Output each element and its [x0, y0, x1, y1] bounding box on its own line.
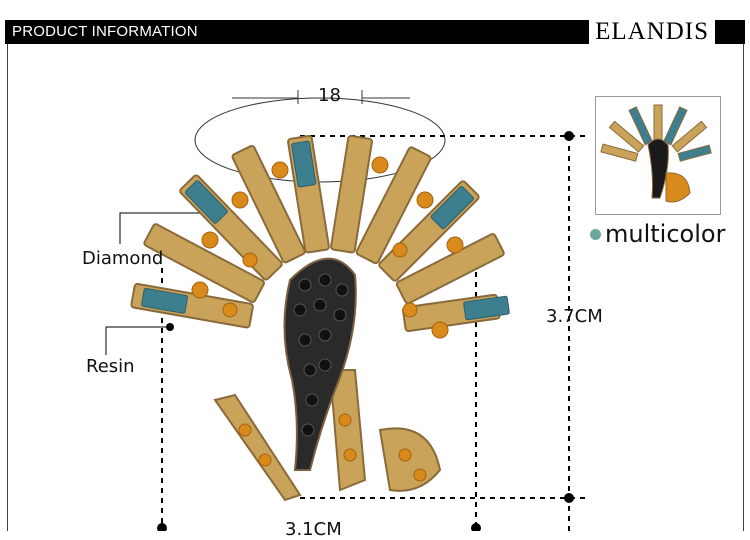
brooch-ray: [395, 233, 505, 305]
brooch-center-leg: [328, 369, 367, 492]
resin-label: Resin: [86, 356, 135, 377]
amber-crystal: [222, 302, 238, 318]
black-crystal: [298, 333, 312, 347]
black-crystal: [303, 363, 317, 377]
amber-crystal: [258, 453, 272, 467]
thumbnail-brooch-image: [600, 104, 712, 203]
color-option-multicolor[interactable]: multicolor: [590, 220, 725, 248]
amber-crystal: [431, 321, 449, 339]
diamond-callout-line: [119, 212, 215, 244]
width-left-dot: [157, 523, 167, 531]
amber-crystal: [201, 231, 219, 249]
amber-crystal: [191, 281, 209, 299]
amber-crystal: [402, 302, 418, 318]
resin-stone: [184, 180, 228, 224]
resin-callout-line: [105, 326, 170, 355]
black-crystal: [318, 273, 332, 287]
black-crystal: [305, 393, 319, 407]
color-option-label: multicolor: [605, 220, 726, 248]
resin-stone: [430, 186, 474, 230]
black-crystal: [313, 298, 327, 312]
black-crystal: [298, 278, 312, 292]
black-crystal: [301, 423, 315, 437]
amber-crystal: [416, 191, 434, 209]
height-label: 3.7CM: [546, 306, 603, 327]
black-crystal: [333, 308, 347, 322]
amber-crystal: [392, 242, 408, 258]
header-title: PRODUCT INFORMATION: [12, 23, 198, 40]
resin-stone: [463, 295, 510, 321]
frame-right-border: [743, 44, 744, 531]
amber-crystal: [238, 423, 252, 437]
brand-logo: ELANDIS: [589, 18, 715, 45]
amber-crystal: [398, 448, 412, 462]
diamond-label: Diamond: [82, 248, 164, 269]
width-label: 3.1CM: [285, 519, 342, 540]
amber-crystal: [242, 252, 258, 268]
amber-crystal: [271, 161, 289, 179]
height-bottom-dot: [564, 493, 574, 503]
ring-size-ellipse: [194, 97, 446, 183]
amber-crystal: [371, 156, 389, 174]
black-crystal: [318, 358, 332, 372]
color-option-thumbnail[interactable]: [595, 96, 721, 215]
height-top-dot: [564, 131, 574, 141]
amber-crystal: [338, 413, 352, 427]
color-swatch-dot: [590, 228, 601, 240]
brooch-ray: [330, 134, 373, 254]
frame-left-border: [7, 44, 8, 531]
brooch-illustration: [130, 134, 510, 502]
amber-crystal: [343, 448, 357, 462]
brooch-ray: [355, 146, 432, 265]
brooch-left-leg: [213, 393, 302, 502]
amber-crystal: [446, 236, 464, 254]
ring-size-label: 18: [318, 85, 341, 106]
resin-stone: [141, 287, 188, 314]
resin-stone: [291, 140, 317, 188]
brooch-ray: [231, 144, 306, 264]
black-crystal: [335, 283, 349, 297]
amber-crystal: [413, 468, 427, 482]
black-crystal: [318, 328, 332, 342]
brooch-ray: [143, 223, 265, 303]
width-right-dot: [471, 523, 481, 531]
black-crystal: [293, 303, 307, 317]
resin-callout-dot: [166, 323, 174, 331]
amber-crystal: [231, 191, 249, 209]
brooch-right-leg: [378, 427, 442, 492]
product-info-header: PRODUCT INFORMATION ELANDIS: [5, 18, 745, 45]
